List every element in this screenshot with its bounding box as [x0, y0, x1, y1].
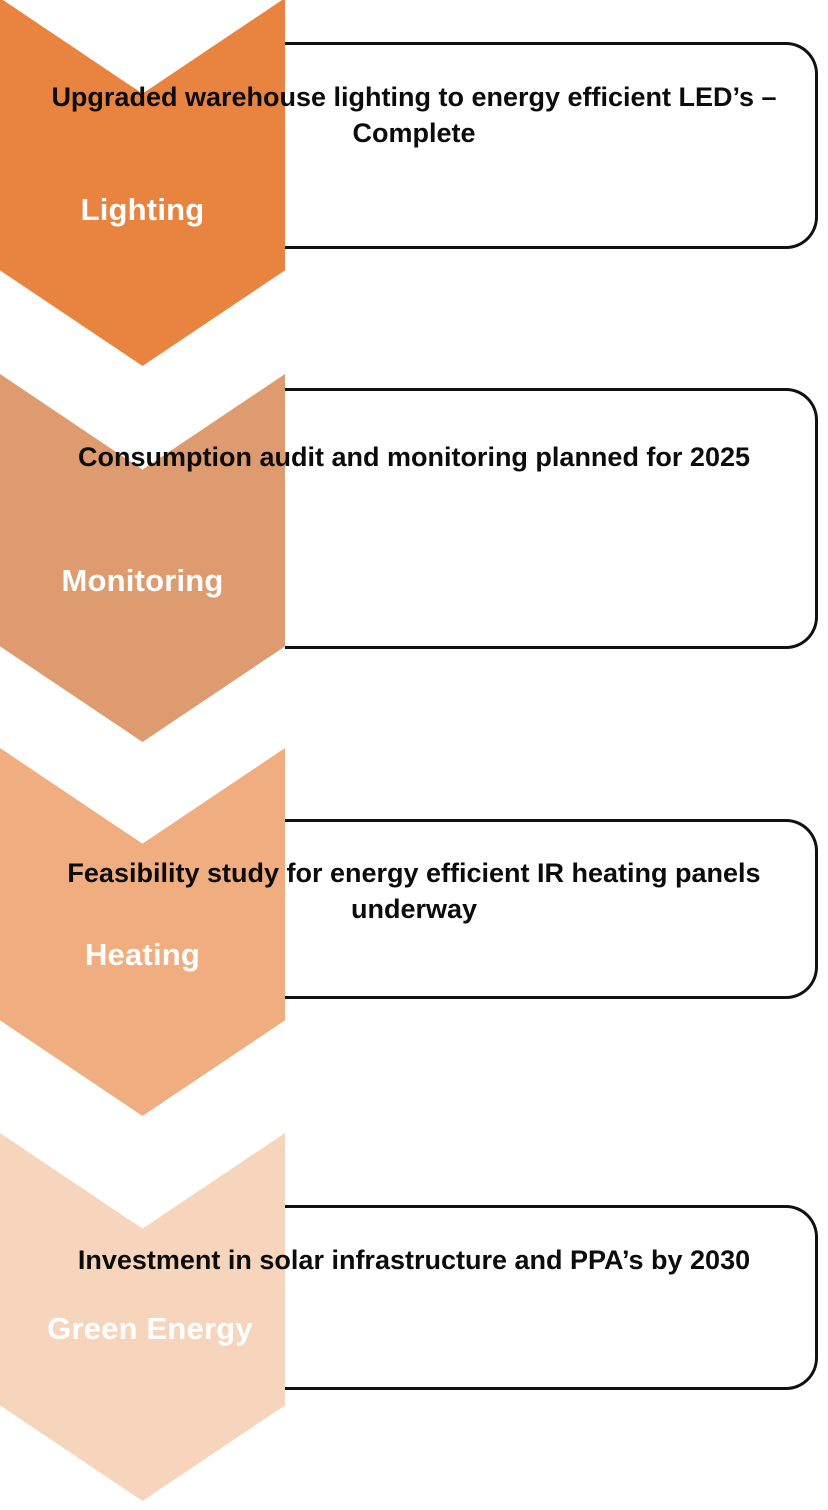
- callout-text-4: Investment in solar infrastructure and P…: [77, 1245, 751, 1275]
- callout-text-1: Upgraded warehouse lighting to energy ef…: [51, 82, 777, 148]
- callout-text-3: Feasibility study for energy efficient I…: [67, 858, 761, 924]
- chevron-step-1[interactable]: [0, 0, 285, 366]
- chevron-step-3[interactable]: [0, 748, 285, 1116]
- callout-box-4[interactable]: [285, 1205, 818, 1390]
- callout-box-1[interactable]: [285, 42, 818, 249]
- callout-box-3[interactable]: [285, 819, 818, 999]
- callout-text-2: Consumption audit and monitoring planned…: [77, 442, 750, 472]
- chevron-step-4[interactable]: [0, 1133, 285, 1501]
- callout-box-2[interactable]: [285, 388, 818, 649]
- chevron-step-2[interactable]: [0, 374, 285, 742]
